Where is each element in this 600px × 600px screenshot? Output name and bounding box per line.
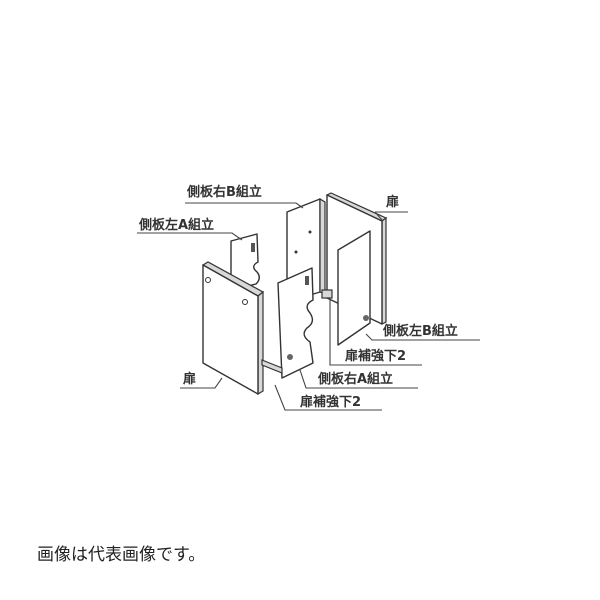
label-side-right-a: 側板右A組立 — [317, 371, 393, 387]
representative-image-caption: 画像は代表画像です。 — [37, 545, 206, 565]
door-right — [321, 192, 388, 346]
label-door-left: 扉 — [183, 371, 196, 387]
label-side-right-b: 側板右B組立 — [186, 184, 262, 200]
label-side-left-b: 側板左B組立 — [382, 323, 458, 339]
side-panel-right-a — [261, 267, 314, 379]
side-panel-left-a — [230, 233, 260, 289]
label-door-reinforce-bottom: 扉補強下2 — [300, 394, 361, 410]
label-side-left-a: 側板左A組立 — [138, 217, 214, 233]
label-door-reinforce-right: 扉補強下2 — [345, 348, 406, 364]
label-door-right: 扉 — [386, 194, 399, 210]
door-left — [201, 261, 265, 396]
leader-lines — [137, 202, 480, 411]
